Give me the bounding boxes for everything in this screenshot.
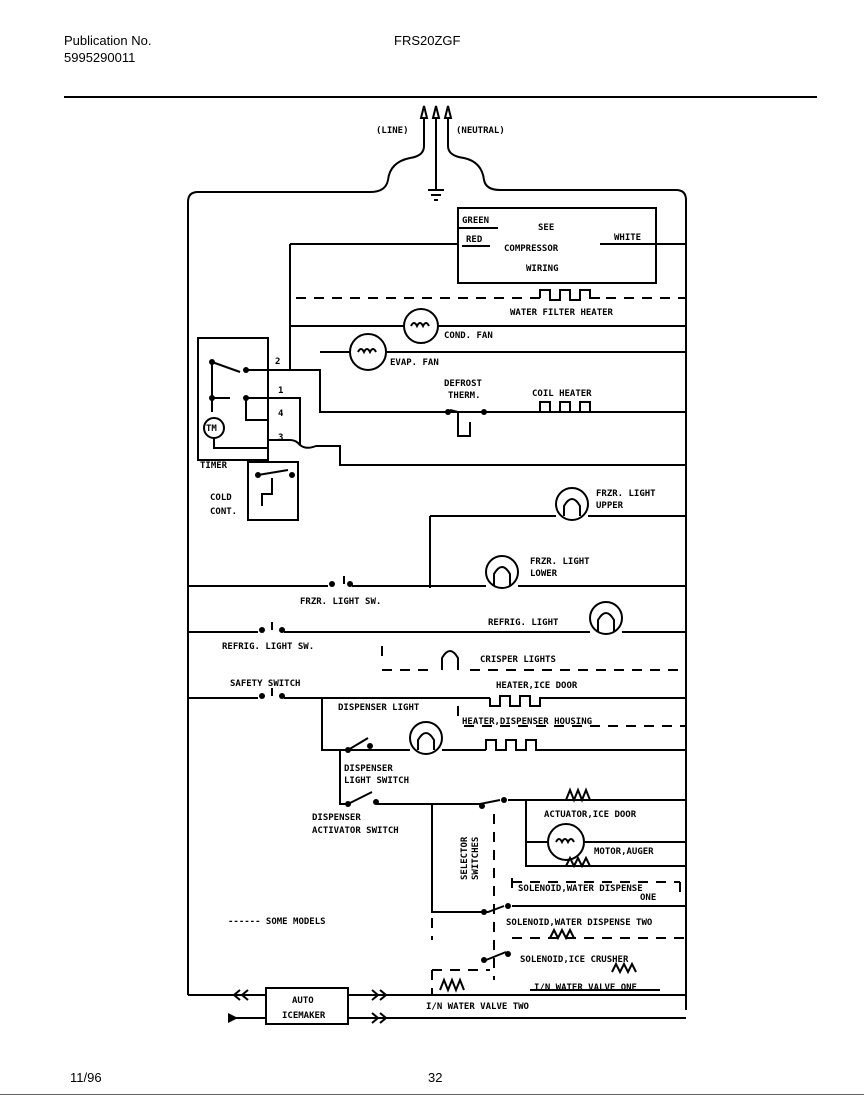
heater-ice-door-label: HEATER,ICE DOOR — [496, 681, 578, 691]
water-filter-heater-label: WATER FILTER HEATER — [510, 308, 614, 318]
defrost-label: DEFROST — [444, 379, 483, 389]
iw-water-valve-one-label: I/N WATER VALVE ONE — [534, 983, 637, 993]
freezer-light-lower — [485, 555, 519, 589]
switches-label: SWITCHES — [471, 837, 481, 880]
solenoid-water-dispense-one-label: SOLENOID,WATER DISPENSE — [518, 884, 643, 894]
auto-label: AUTO — [292, 996, 314, 1006]
cond-fan-motor — [403, 308, 439, 344]
dispenser-light — [409, 721, 443, 755]
timer-terminal-1: 1 — [278, 386, 283, 396]
solenoid-one-label: ONE — [640, 893, 656, 903]
timer-terminal-2: 2 — [275, 357, 280, 367]
cold-label: COLD — [210, 493, 232, 503]
freezer-light-lower-label: FRZR. LIGHT — [530, 557, 590, 567]
timer-label: TIMER — [200, 461, 228, 471]
cold-control-box — [247, 461, 299, 521]
actuator-ice-door-label: ACTUATOR,ICE DOOR — [544, 810, 637, 820]
therm-label: THERM. — [448, 391, 481, 401]
frzr-light-switch-label: FRZR. LIGHT SW. — [300, 597, 381, 607]
green-label: GREEN — [462, 216, 489, 226]
iw-water-valve-two-label: I/N WATER VALVE TWO — [426, 1002, 530, 1012]
activator-switch-label: ACTIVATOR SWITCH — [312, 826, 399, 836]
evap-fan-motor — [349, 333, 387, 371]
line-label: (LINE) — [376, 126, 409, 136]
cont-label: CONT. — [210, 507, 237, 517]
footer-date: 11/96 — [70, 1070, 102, 1085]
dispenser-light-switch-label: LIGHT SWITCH — [344, 776, 409, 786]
power-plug — [187, 105, 687, 1010]
dispenser-light-switch-dispenser-label: DISPENSER — [344, 764, 393, 774]
refrig-light — [589, 601, 623, 635]
upper-label: UPPER — [596, 501, 624, 511]
refrig-light-label: REFRIG. LIGHT — [488, 618, 559, 628]
safety-switch-label: SAFETY SWITCH — [230, 679, 300, 689]
coil-heater-label: COIL HEATER — [532, 389, 592, 399]
auger-motor — [547, 823, 585, 861]
header-rule — [64, 96, 817, 98]
page-number: 32 — [428, 1070, 443, 1085]
freezer-light-upper — [555, 487, 589, 521]
dispenser-light-label: DISPENSER LIGHT — [338, 703, 420, 713]
timer-terminal-3: 3 — [278, 433, 283, 443]
cond-fan-label: COND. FAN — [444, 331, 493, 341]
white-label: WHITE — [614, 233, 641, 243]
model-number: FRS20ZGF — [394, 33, 461, 48]
dispenser-activator-dispenser-label: DISPENSER — [312, 813, 361, 823]
solenoid-water-dispense-two-label: SOLENOID,WATER DISPENSE TWO — [506, 918, 653, 928]
timer-terminal-4: 4 — [278, 409, 284, 419]
neutral-label: (NEUTRAL) — [456, 126, 505, 136]
freezer-light-upper-label: FRZR. LIGHT — [596, 489, 656, 499]
publication-number: 5995290011 — [64, 50, 136, 65]
timer-motor-label: TM — [206, 424, 217, 434]
solenoid-ice-crusher-label: SOLENOID,ICE CRUSHER — [520, 955, 629, 965]
heater-dispenser-housing-label: HEATER,DISPENSER HOUSING — [462, 717, 592, 727]
publication-label: Publication No. — [64, 33, 152, 48]
refrig-light-switch-label: REFRIG. LIGHT SW. — [222, 642, 314, 652]
wiring-label: WIRING — [526, 264, 559, 274]
see-label: SEE — [538, 223, 554, 233]
lower-label: LOWER — [530, 569, 558, 579]
selector-label: SELECTOR — [460, 836, 470, 880]
footer-rule — [0, 1094, 864, 1095]
compressor-wiring-box — [457, 207, 657, 284]
evap-fan-label: EVAP. FAN — [390, 358, 439, 368]
icemaker-label: ICEMAKER — [282, 1011, 326, 1021]
crisper-lights-label: CRISPER LIGHTS — [480, 655, 556, 665]
red-label: RED — [466, 235, 483, 245]
auto-icemaker-box — [265, 987, 349, 1025]
motor-auger-label: MOTOR,AUGER — [594, 847, 654, 857]
some-models-legend: ------ SOME MODELS — [228, 917, 326, 927]
compressor-label: COMPRESSOR — [504, 244, 559, 254]
